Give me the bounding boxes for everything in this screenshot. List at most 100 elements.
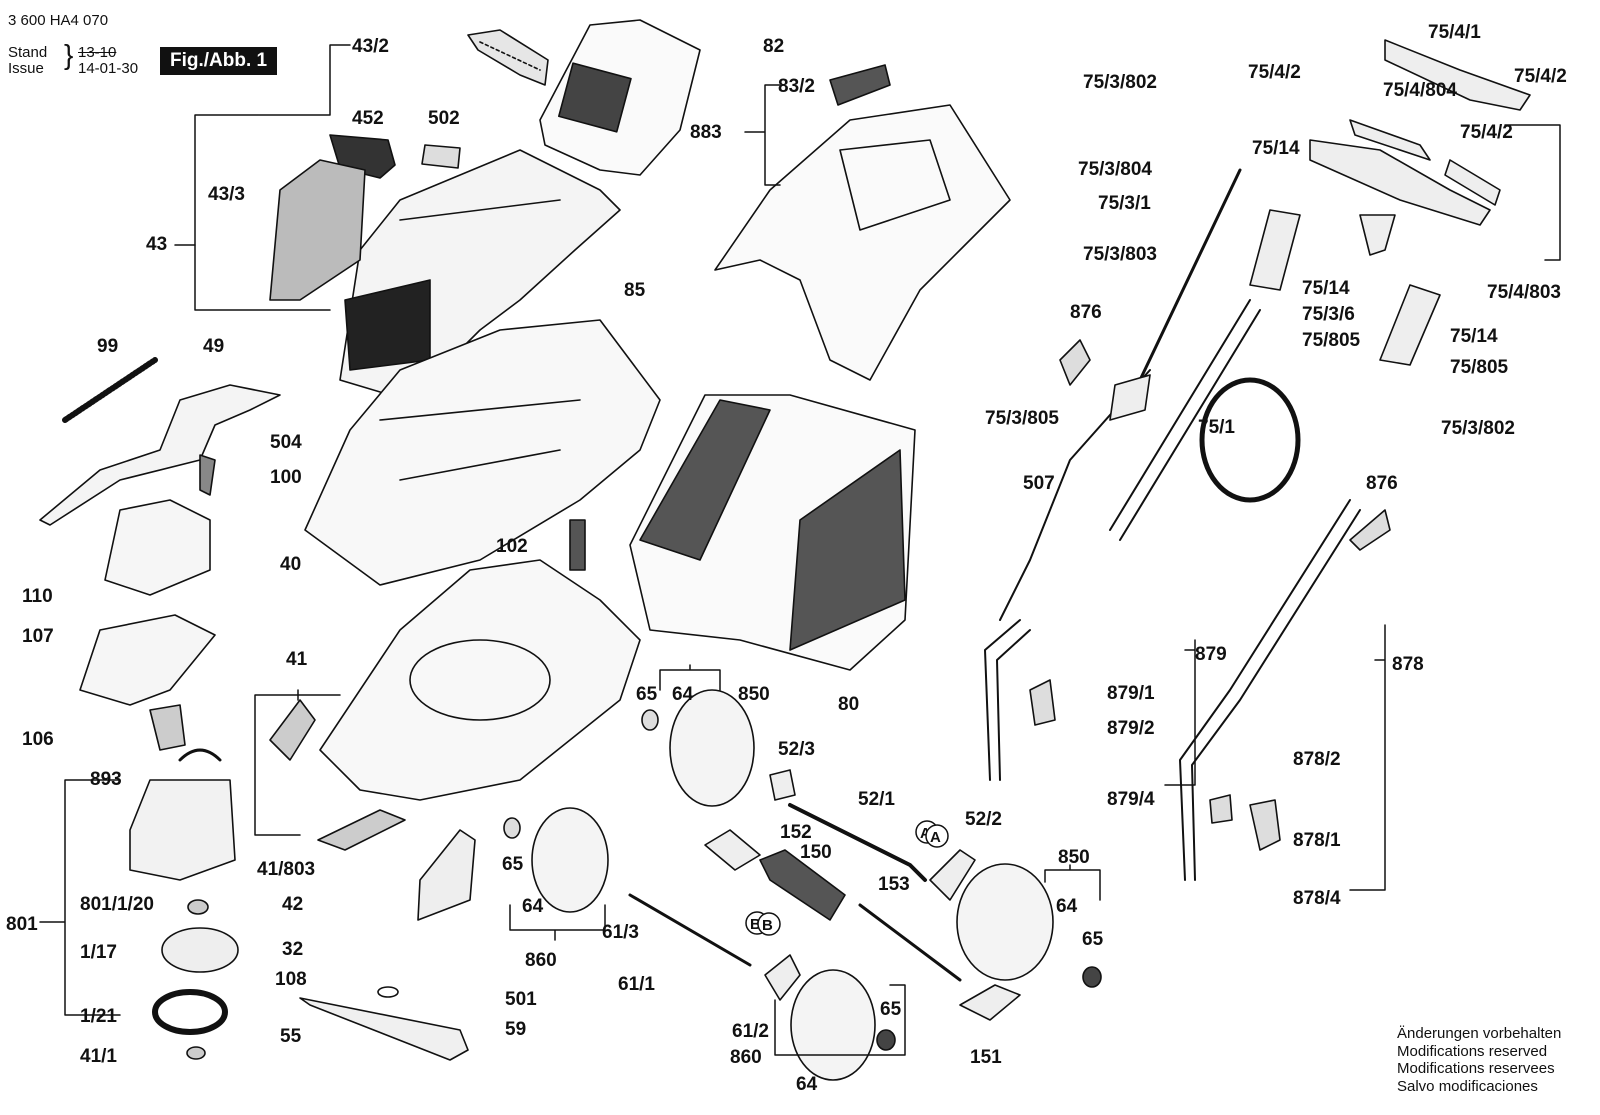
part-number-label: 64 xyxy=(672,684,694,705)
part-number-label: 64 xyxy=(796,1074,818,1095)
part-number-label: 879/2 xyxy=(1107,718,1155,739)
part-number-label: 61/1 xyxy=(618,974,655,995)
note-line: Modifications reservees xyxy=(1397,1060,1555,1077)
part-number-label: 75/4/2 xyxy=(1248,62,1301,83)
part-number-label: 102 xyxy=(496,536,528,557)
part-number-label: 504 xyxy=(270,432,302,453)
reference-circle xyxy=(925,824,949,848)
part-number-label: 75/3/1 xyxy=(1098,193,1151,214)
part-covers xyxy=(79,499,216,751)
part-number-label: 152 xyxy=(780,822,812,843)
part-number-label: 860 xyxy=(525,950,557,971)
part-number-label: 61/2 xyxy=(732,1021,769,1042)
document-number: 3 600 HA4 070 xyxy=(8,12,109,29)
part-number-label: 75/4/804 xyxy=(1383,80,1457,101)
part-number-label: 41/803 xyxy=(257,859,315,880)
part-number-label: A xyxy=(930,829,941,846)
part-number-label: 452 xyxy=(352,108,384,129)
stand-label: Stand xyxy=(8,44,48,61)
part-number-label: 151 xyxy=(970,1047,1002,1068)
part-number-label: 43/2 xyxy=(352,36,389,57)
part-carry-handle xyxy=(467,29,549,86)
part-number-label: 75/3/802 xyxy=(1083,72,1157,93)
part-number-label: 876 xyxy=(1366,473,1398,494)
note-line: Modifications reserved xyxy=(1397,1042,1548,1060)
part-number-label: 83/2 xyxy=(778,76,815,97)
part-number-label: 110 xyxy=(22,586,53,607)
part-number-label: 106 xyxy=(22,729,54,750)
part-number-label: 82 xyxy=(763,36,784,57)
part-grass-box-lid xyxy=(539,19,701,176)
part-number-label: 75/3/6 xyxy=(1302,304,1355,325)
issue-date: 14-01-30 xyxy=(78,60,139,77)
part-number-label: 40 xyxy=(280,554,301,575)
part-number-label: 52/1 xyxy=(858,789,895,810)
part-number-label: 502 xyxy=(428,108,460,129)
leader-brackets xyxy=(39,44,1561,1056)
part-number-label: 75/4/803 xyxy=(1487,282,1561,303)
part-number-label: 75/3/805 xyxy=(985,408,1059,429)
part-number-label: 850 xyxy=(1058,847,1090,868)
issue-label: Issue xyxy=(8,60,44,77)
part-number-label: 59 xyxy=(505,1019,526,1040)
part-number-label: 878 xyxy=(1392,654,1424,675)
part-number-label: 75/4/2 xyxy=(1514,66,1567,87)
part-number-label: 43 xyxy=(146,234,167,255)
part-number-label: 80 xyxy=(838,694,859,715)
figure-label: Fig./Abb. 1 xyxy=(160,47,278,75)
part-number-label: 150 xyxy=(800,842,832,863)
part-number-label: 75/3/804 xyxy=(1078,159,1152,180)
part-number-label: 878/2 xyxy=(1293,749,1341,770)
part-number-label: 879 xyxy=(1195,644,1227,665)
part-number-label: 41 xyxy=(286,649,308,670)
part-number-label: 893 xyxy=(90,769,122,790)
part-number-label: 75/3/802 xyxy=(1441,418,1515,439)
part-deck xyxy=(269,559,641,851)
modification-notes: Änderungen vorbehalten Modifications res… xyxy=(1397,1025,1561,1095)
part-grass-box-top xyxy=(714,64,1011,381)
part-number-label: 64 xyxy=(522,896,544,917)
date-brace: } xyxy=(64,39,74,70)
part-number-label: 65 xyxy=(880,999,902,1020)
part-number-label: 878/4 xyxy=(1293,888,1341,909)
part-upper-housing xyxy=(339,149,621,396)
part-number-label: 801/1/20 xyxy=(80,894,154,915)
old-date: 13-10 xyxy=(78,44,117,61)
part-number-label: 75/4/2 xyxy=(1460,122,1513,143)
part-number-label: 43/3 xyxy=(208,184,245,205)
part-number-label: 52/2 xyxy=(965,809,1002,830)
part-number-label: 878/1 xyxy=(1293,830,1341,851)
part-number-label: 75/14 xyxy=(1252,138,1300,159)
part-number-label: A xyxy=(920,825,931,842)
part-number-label: 32 xyxy=(282,939,303,960)
part-number-label: 876 xyxy=(1070,302,1102,323)
part-number-label: 100 xyxy=(270,467,302,488)
part-number-label: 879/1 xyxy=(1107,683,1155,704)
part-sleeve xyxy=(569,519,586,571)
part-number-label: 107 xyxy=(22,626,54,647)
part-number-label: 108 xyxy=(275,969,307,990)
part-number-label: 850 xyxy=(738,684,770,705)
part-number-label: 99 xyxy=(97,336,118,357)
part-number-label: B xyxy=(762,917,773,934)
part-number-label: 1/17 xyxy=(80,942,117,963)
note-line: Salvo modificaciones xyxy=(1397,1077,1538,1095)
part-front-grille xyxy=(269,159,366,301)
part-wheels xyxy=(503,689,1102,1081)
part-number-label: 52/3 xyxy=(778,739,815,760)
part-number-label: 65 xyxy=(502,854,524,875)
part-number-label: 75/14 xyxy=(1450,326,1498,347)
part-blade-and-flap xyxy=(299,829,476,1061)
part-number-label: 61/3 xyxy=(602,922,639,943)
note-line: Änderungen vorbehalten xyxy=(1397,1025,1562,1042)
part-number-label: 507 xyxy=(1023,473,1055,494)
part-number-label: 42 xyxy=(282,894,303,915)
part-number-label: 55 xyxy=(280,1026,302,1047)
part-chassis xyxy=(304,319,661,586)
part-number-label: 801 xyxy=(6,914,38,935)
part-number-label: 64 xyxy=(1056,896,1078,917)
part-number-label: B xyxy=(750,916,761,933)
part-roller-and-shafts xyxy=(628,769,1021,1021)
part-number-label: 879/4 xyxy=(1107,789,1155,810)
